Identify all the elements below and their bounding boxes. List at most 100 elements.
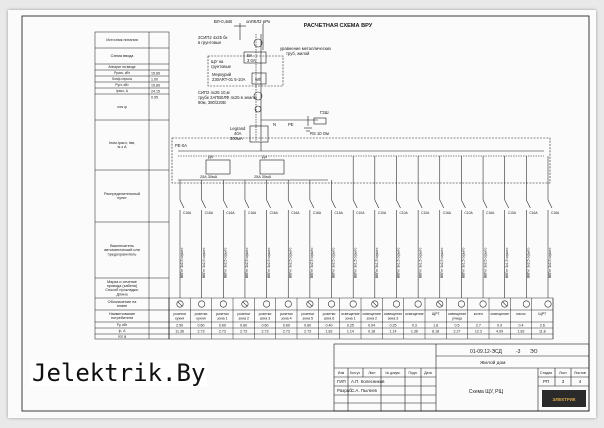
svg-text:ЩУ на: ЩУ на <box>211 59 224 64</box>
svg-text:Wh: Wh <box>255 77 262 82</box>
consumer-power: 0.04 <box>368 324 375 328</box>
plan-marker-cross <box>502 301 508 307</box>
revision-header: Подп. <box>408 371 417 375</box>
consumer-current: 11.36 <box>175 330 184 334</box>
left-row-label: Руст, кВт <box>115 83 129 87</box>
cable-spec: ВВГнг 3х1,5 скрыто <box>418 248 422 278</box>
gip-name: А.П. Колесников <box>351 379 385 384</box>
consumer-name: зона 4 <box>281 317 292 321</box>
consumer-power: 0.60 <box>262 324 269 328</box>
cable-spec: ВВГнг 3х2,5 скрыто <box>245 248 249 278</box>
consumer-name: розетки <box>323 312 336 316</box>
plan-marker <box>349 300 357 308</box>
consumer-name: розетки <box>173 312 186 316</box>
plan-marker <box>457 300 465 308</box>
left-row-label: Выключатель <box>110 244 134 248</box>
svg-text:Legrand: Legrand <box>230 126 246 131</box>
consumer-values: розеткикухня2.5011.36розеткикухня0.602.7… <box>173 312 547 334</box>
title-block <box>333 343 590 412</box>
breaker-switch <box>201 199 206 209</box>
cable-spec: ВВГнг 3х1,5 скрыто <box>353 248 357 278</box>
breaker-rating: С16А <box>551 211 560 215</box>
left-row-label: пункт <box>117 196 127 200</box>
svg-text:RS 10 Ом: RS 10 Ом <box>310 131 329 136</box>
breaker-switch <box>287 199 293 209</box>
consumer-power: 0.60 <box>240 324 247 328</box>
line-label: ВЛ-0,4кВ <box>214 19 232 24</box>
left-table <box>94 31 170 340</box>
consumer-current: 2.73 <box>304 330 311 334</box>
left-row-value: 15.89 <box>151 84 160 88</box>
consumer-power: 0.60 <box>198 324 205 328</box>
consumer-current: 2.73 <box>219 330 226 334</box>
breaker-switch <box>223 199 228 209</box>
breaker-switch <box>309 199 315 209</box>
stage-header: Стадия <box>540 371 552 375</box>
left-row-label: Длина <box>116 292 128 296</box>
breaker-switch <box>439 199 445 209</box>
sheets-header: Листов <box>574 371 586 375</box>
left-row-label: cos φ <box>117 105 127 109</box>
svg-text:труб, жилой: труб, жилой <box>286 51 310 56</box>
cable-spec: ВВГнг 3х2,5 скрыто <box>310 248 314 278</box>
plan-marker <box>176 300 184 308</box>
breaker-rating: С16А <box>313 211 322 215</box>
consumer-current: 11.8 <box>539 330 546 334</box>
dev-name: С.А. Пылеев <box>351 388 378 393</box>
plan-marker <box>241 300 249 308</box>
revision-header: Дата <box>424 371 432 375</box>
consumer-name: улица <box>452 317 462 321</box>
cable-spec: ВВГнг 3х2,5 скрыто <box>180 248 184 278</box>
breaker-rating: С16А <box>270 211 279 215</box>
left-row-label: Схема ввода <box>111 54 135 58</box>
consumer-power: 0.5 <box>455 324 460 328</box>
left-row-label: провода (кабеля) <box>107 284 138 288</box>
consumer-current: 4.09 <box>496 330 503 334</box>
plan-marker-cross <box>242 301 248 307</box>
input-labels: 2СИП2 4х25 бк в грунтовые ЩУ на грунтовы… <box>175 35 332 148</box>
revision-header: Изм <box>338 371 345 375</box>
plan-marker-cross <box>177 301 183 307</box>
object-name: Жилой дом <box>480 359 505 366</box>
left-row-label: Обозначение на <box>108 300 138 304</box>
cable-spec: ВВГнг 3х2,5 скрыто <box>548 248 552 278</box>
breaker-rating: С10А <box>378 211 387 215</box>
stage-value: РП <box>543 379 549 384</box>
consumer-name: освещение <box>362 312 381 316</box>
consumer-name: насос <box>516 312 526 316</box>
revision-header: Лист <box>368 371 376 375</box>
plan-marker <box>263 300 271 308</box>
left-row-label: Наименование <box>109 312 135 316</box>
cable-spec: ВВГнг 3х2,5 скрыто <box>202 248 206 278</box>
breaker-rating: С16А <box>443 211 452 215</box>
consumer-name: зона 1 <box>217 317 228 321</box>
left-row-label: Iр, А <box>119 329 127 333</box>
left-row-label: Ру, кВт <box>117 323 128 327</box>
left-row-label: автоматический или <box>104 248 140 252</box>
plan-marker <box>522 300 530 308</box>
breaker-switch <box>331 199 336 209</box>
consumer-name: освещение <box>448 312 467 316</box>
consumer-name: розетки <box>216 312 229 316</box>
cable-spec: ВВГнг 3х2,5 скрыто <box>288 248 292 278</box>
left-row-label: потребителя <box>111 316 133 320</box>
left-row-label: Способ прокладки. <box>105 288 139 292</box>
rcd-name: Д4 <box>262 154 268 159</box>
svg-text:3 0А: 3 0А <box>247 58 256 63</box>
svg-text:N: N <box>273 122 276 127</box>
breaker-rating: С16А <box>226 211 235 215</box>
breaker-rating: С10А <box>356 211 365 215</box>
doc-section: ЭО <box>530 349 538 355</box>
breaker-rating: С16А <box>291 211 300 215</box>
sheets-value: 4 <box>579 379 582 384</box>
feeder-labels: С16А ВВГнг 3х2,5 скрыто С16А ВВГнг 3х2,5 ск… <box>180 211 560 278</box>
plan-marker <box>284 300 292 308</box>
consumer-current: 12.3 <box>475 330 482 334</box>
svg-text:300мА: 300мА <box>230 136 243 141</box>
left-row-label: Iрасч, А <box>116 89 129 93</box>
svg-text:СИП2 4х25 10,м: СИП2 4х25 10,м <box>198 90 230 95</box>
svg-text:грунтовые: грунтовые <box>211 64 232 69</box>
svg-text:РЕ-0А: РЕ-0А <box>175 143 187 148</box>
breaker-rating: С16А <box>335 211 344 215</box>
breaker-switch <box>374 199 380 209</box>
